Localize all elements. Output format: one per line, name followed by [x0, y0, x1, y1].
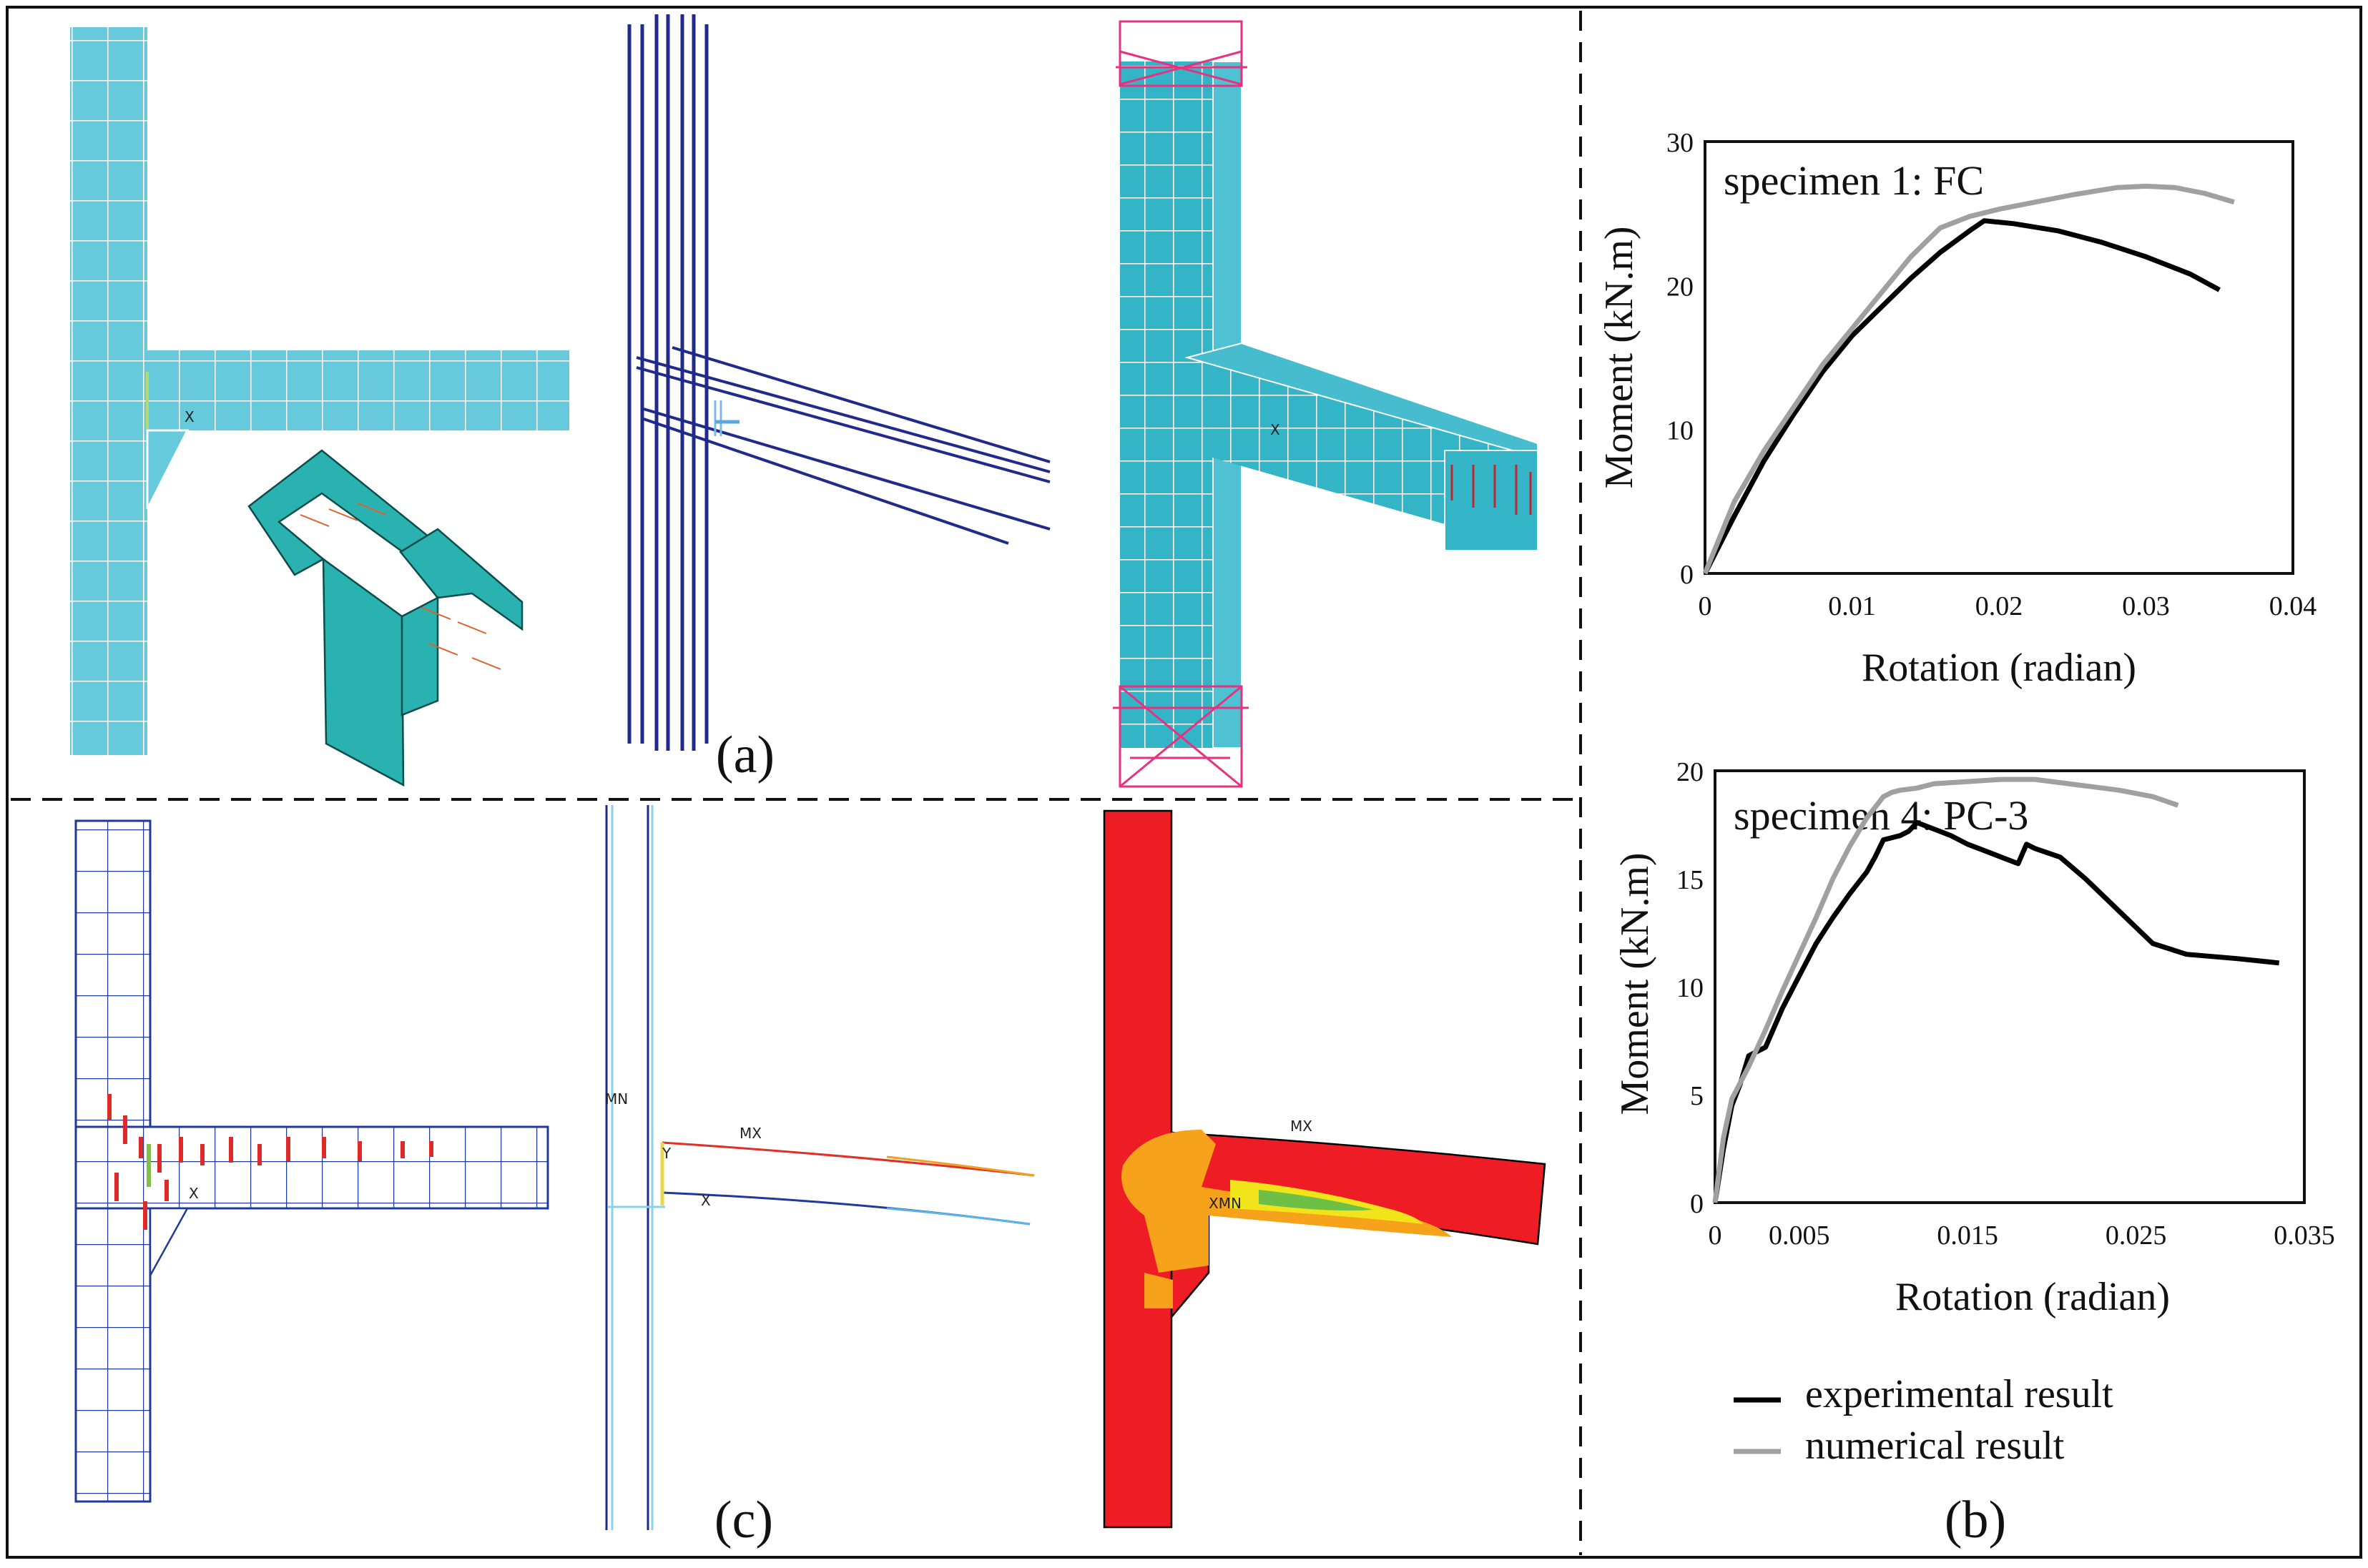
panel-c-label: (c): [714, 1491, 773, 1549]
chart-1-y-tick-label: 0: [1680, 560, 1694, 590]
chart-1-y-tick-label: 30: [1666, 128, 1694, 158]
chart-2-y-tick-label: 20: [1676, 757, 1704, 787]
panel-c-results: X MN MX Y X: [74, 805, 1546, 1530]
c2-mx-label: MX: [740, 1125, 762, 1142]
chart-2-plot-area: [1714, 769, 2306, 1204]
legend-experimental-label: experimental result: [1805, 1372, 2113, 1416]
c2-deformed-shape: MN MX Y X: [605, 805, 1035, 1530]
outer-frame: [6, 6, 2362, 1559]
chart-1-x-tick-label: 0.03: [2122, 591, 2170, 621]
c1-axis-x-label: X: [189, 1185, 199, 1202]
legend: experimental result numerical result: [1734, 1372, 2113, 1468]
panel-a-fe-models: X: [70, 14, 1538, 788]
chart-2-x-tick-label: 0.035: [2274, 1221, 2335, 1251]
c3-mx-label: MX: [1290, 1118, 1312, 1135]
c2-mn-label: MN: [605, 1090, 628, 1108]
a3-axis-x-label: X: [1270, 421, 1280, 438]
c1-crack-pattern-mesh: X: [74, 819, 549, 1503]
a3-constraint-markers-bottom: [1113, 685, 1249, 788]
a3-tip-load-arrows: [1450, 465, 1532, 515]
a1-load-arrows: [300, 503, 501, 670]
a1-axis-x-label: X: [185, 408, 195, 425]
chart-specimen-1: specimen 1: FC Rotation (radian) Moment …: [1597, 128, 2317, 690]
chart-1-x-tick-label: 0.01: [1828, 591, 1876, 621]
chart-2-y-tick-label: 15: [1676, 865, 1704, 895]
chart-1-numerical-line: [1702, 183, 2235, 575]
c2-axis-x-label: X: [701, 1192, 711, 1209]
chart-2-y-tick-label: 10: [1676, 973, 1704, 1003]
chart-1-experimental-line: [1702, 218, 2221, 575]
chart-1-x-axis-label: Rotation (radian): [1862, 646, 2136, 690]
chart-2-y-tick-label: 5: [1690, 1081, 1704, 1111]
chart-2-experimental-line: [1712, 820, 2280, 1203]
chart-1-y-tick-label: 20: [1666, 272, 1694, 302]
chart-2-x-tick-label: 0.015: [1937, 1221, 1998, 1251]
c3-stress-contour: MX XMN: [1103, 809, 1546, 1529]
panel-b-label: (b): [1945, 1491, 2006, 1549]
c2-axis-y-label: Y: [662, 1145, 672, 1162]
chart-1-x-tick-label: 0.02: [1975, 591, 2023, 621]
chart-2-x-tick-label: 0.005: [1769, 1221, 1830, 1251]
chart-2-x-tick-label: 0.025: [2106, 1221, 2167, 1251]
a3-3d-fe-model: X: [1113, 20, 1538, 788]
a3-constraint-markers-top: [1116, 20, 1247, 87]
chart-1-x-tick-label: 0: [1699, 591, 1712, 621]
chart-1-y-axis-label: Moment (kN.m): [1597, 226, 1641, 488]
c1-crack-markers: [107, 1094, 433, 1230]
legend-numerical-label: numerical result: [1805, 1424, 2065, 1468]
a1-concrete-mesh-front: X: [70, 27, 569, 755]
chart-2-x-axis-label: Rotation (radian): [1895, 1275, 2170, 1319]
a1-bracket-model: [247, 449, 524, 787]
chart-specimen-4: specimen 4: PC-3 Rotation (radian) Momen…: [1613, 757, 2335, 1319]
c3-xmn-label: XMN: [1209, 1195, 1242, 1212]
chart-1-plot-area: [1704, 140, 2294, 575]
chart-2-x-tick-label: 0: [1709, 1221, 1722, 1251]
panel-a-label: (a): [716, 726, 775, 784]
chart-2-y-tick-label: 0: [1690, 1189, 1704, 1219]
chart-1-y-tick-label: 10: [1666, 416, 1694, 446]
a2-rebar-cage: [627, 14, 1051, 751]
chart-2-y-axis-label: Moment (kN.m): [1613, 852, 1657, 1115]
chart-1-x-tick-label: 0.04: [2269, 591, 2317, 621]
chart-2-numerical-line: [1712, 776, 2179, 1203]
chart-1-title: specimen 1: FC: [1724, 157, 1984, 204]
